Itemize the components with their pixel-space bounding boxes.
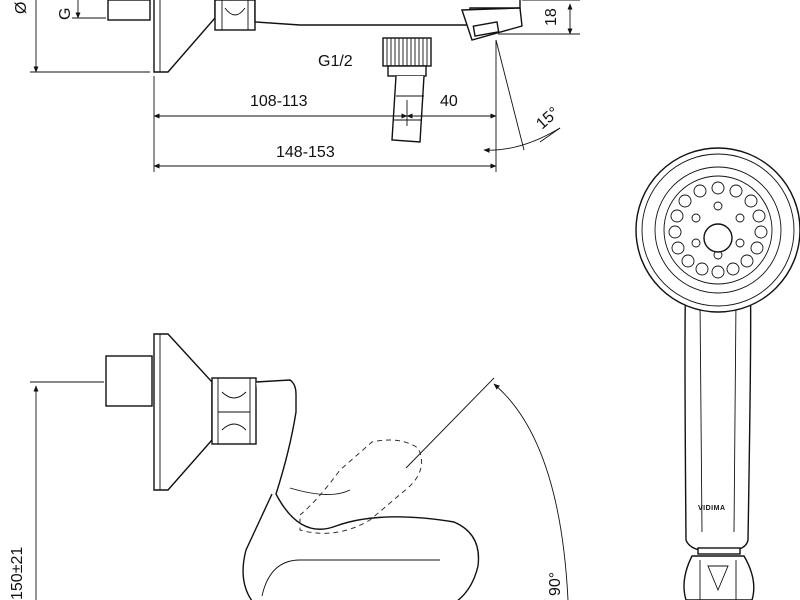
- top-wall-flange: [153, 0, 216, 73]
- dim-18: 18: [498, 0, 580, 35]
- side-connector: [105, 355, 153, 407]
- label-148-153: 148-153: [276, 144, 335, 161]
- label-g12: G1/2: [318, 53, 353, 70]
- side-view-mixer: [105, 333, 480, 600]
- hose-connector: [683, 555, 755, 600]
- label-108-113: 108-113: [250, 93, 308, 110]
- shower-center: [703, 223, 733, 253]
- label-18: 18: [543, 8, 560, 26]
- dim-left-top: Ø G: [13, 0, 150, 73]
- side-wall-flange: [153, 333, 213, 491]
- outlet-pipe: [391, 75, 425, 143]
- label-g: G: [57, 8, 74, 20]
- side-lever-body: [242, 379, 480, 600]
- dim-90-angle: 90°: [405, 377, 569, 600]
- hand-shower: VIDIMA: [635, 147, 800, 600]
- dim-horizontal: 108-113 40 148-153: [153, 40, 497, 172]
- label-90deg: 90°: [547, 572, 564, 596]
- top-view-mixer: [107, 0, 523, 143]
- lever-rotated-outline: [299, 439, 423, 534]
- shower-nozzles: [668, 181, 768, 279]
- brand-label: VIDIMA: [698, 505, 726, 512]
- label-40: 40: [440, 93, 458, 110]
- side-hex-nut: [211, 377, 257, 445]
- top-connector: [107, 0, 151, 21]
- dim-150: 150±21: [9, 381, 104, 600]
- label-150: 150±21: [9, 547, 26, 600]
- label-phi: Ø: [13, 2, 30, 14]
